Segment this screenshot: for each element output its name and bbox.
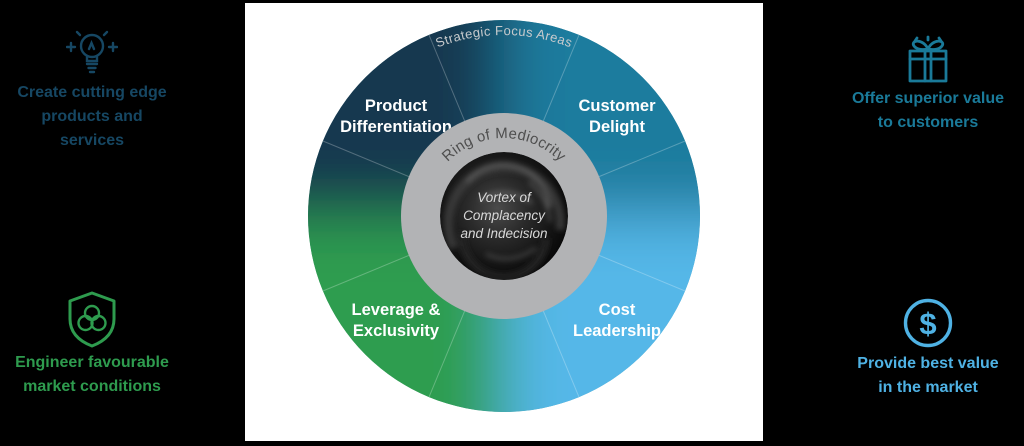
label-leverage-exclusivity-line2: Exclusivity xyxy=(353,322,440,340)
note-create-line1: Create cutting edge xyxy=(17,84,167,101)
note-provide-line1: Provide best value xyxy=(857,355,999,372)
label-leverage-exclusivity-line1: Leverage & xyxy=(352,301,441,319)
note-create-line3: services xyxy=(59,132,125,149)
gift-icon xyxy=(908,35,948,83)
label-product-differentiation-line2: Differentiation xyxy=(340,118,452,136)
note-offer-line1: Offer superior value xyxy=(851,90,1005,107)
vortex-label-line3: and Indecision xyxy=(460,226,547,241)
strategy-wheel: Strategic Focus Areas Product Differenti… xyxy=(304,16,704,416)
label-customer-delight-line1: Customer xyxy=(578,97,656,115)
vortex-label-line2: Complacency xyxy=(463,208,546,223)
dollar-icon: $ xyxy=(903,298,953,348)
note-offer-line2: to customers xyxy=(877,114,979,131)
note-engineer-line2: market conditions xyxy=(23,378,161,395)
lightbulb-icon xyxy=(66,30,118,74)
label-cost-leadership-line2: Leadership xyxy=(573,322,661,340)
strategy-wheel-svg: Strategic Focus Areas Product Differenti… xyxy=(308,20,700,412)
label-customer-delight-line2: Delight xyxy=(589,118,645,136)
note-create-cutting-edge: Create cutting edge products and service… xyxy=(8,26,176,153)
note-offer-superior-value: Offer superior value to customers xyxy=(845,34,1011,135)
vortex-image xyxy=(440,152,568,280)
vortex-label-line1: Vortex of xyxy=(477,190,532,205)
note-provide-best-value: $ Provide best value in the market xyxy=(845,297,1011,400)
note-create-line2: products and xyxy=(41,108,143,125)
note-engineer-favourable: Engineer favourable market conditions xyxy=(8,290,176,399)
note-engineer-line1: Engineer favourable xyxy=(15,354,169,371)
label-cost-leadership-line1: Cost xyxy=(599,301,636,319)
svg-text:$: $ xyxy=(919,306,936,341)
label-product-differentiation-line1: Product xyxy=(365,97,428,115)
shield-icon xyxy=(68,291,116,348)
note-provide-line2: in the market xyxy=(878,379,978,396)
